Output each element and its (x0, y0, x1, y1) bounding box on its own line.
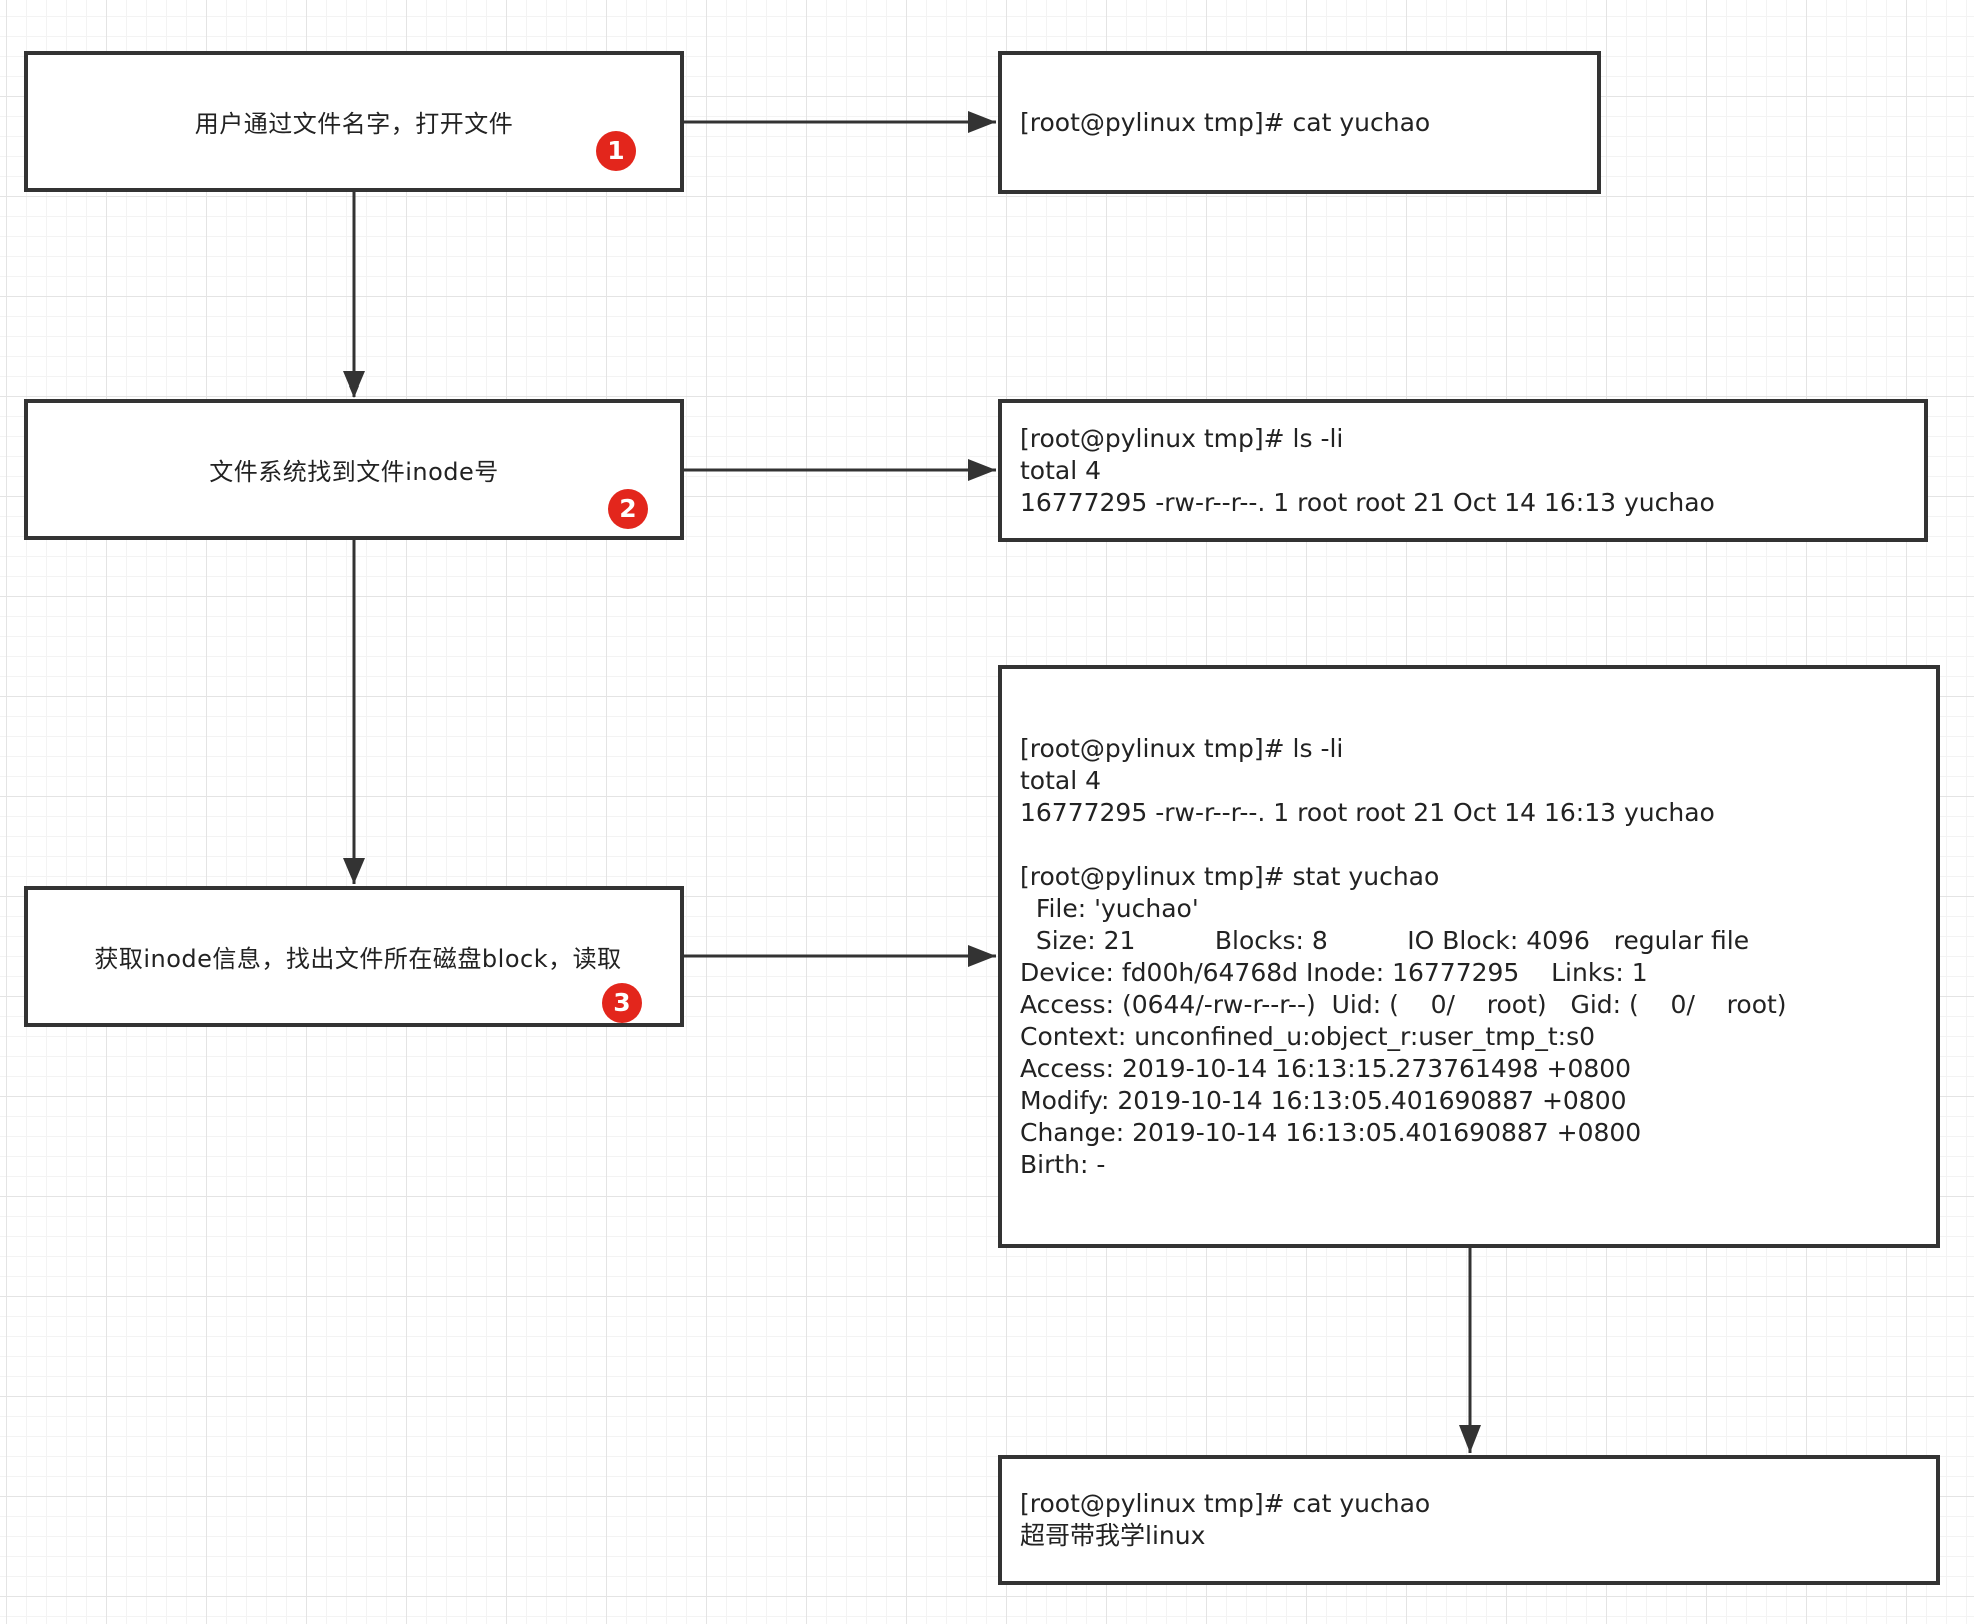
step-box-find-inode[interactable]: 文件系统找到文件inode号 2 (24, 399, 684, 540)
terminal-output: [root@pylinux tmp]# cat yuchao 超哥带我学linu… (1020, 1489, 1431, 1550)
step-label: 用户通过文件名字，打开文件 (194, 110, 514, 138)
arrowhead-term3-to-term4 (1459, 1425, 1481, 1453)
step-number-badge: 3 (602, 983, 642, 1023)
terminal-output: [root@pylinux tmp]# cat yuchao (1020, 107, 1431, 137)
terminal-box-cat-result[interactable]: [root@pylinux tmp]# cat yuchao 超哥带我学linu… (998, 1455, 1940, 1585)
arrowhead-step2-to-step3 (343, 858, 365, 884)
step-number-badge: 2 (608, 489, 648, 529)
terminal-output: [root@pylinux tmp]# ls -li total 4 16777… (1020, 423, 1715, 517)
step-box-read-block[interactable]: 获取inode信息，找出文件所在磁盘block，读取 3 (24, 886, 684, 1027)
terminal-box-stat[interactable]: [root@pylinux tmp]# ls -li total 4 16777… (998, 665, 1940, 1248)
arrowhead-step1-to-step2 (343, 371, 365, 397)
terminal-output: [root@pylinux tmp]# ls -li total 4 16777… (1020, 733, 1787, 1179)
terminal-box-cat[interactable]: [root@pylinux tmp]# cat yuchao (998, 51, 1601, 194)
step-label: 获取inode信息，找出文件所在磁盘block，读取 (94, 945, 622, 973)
terminal-box-ls[interactable]: [root@pylinux tmp]# ls -li total 4 16777… (998, 399, 1928, 542)
step-box-open-file[interactable]: 用户通过文件名字，打开文件 1 (24, 51, 684, 192)
step-label: 文件系统找到文件inode号 (209, 458, 499, 486)
arrowhead-step2-to-term2 (968, 459, 996, 481)
arrowhead-step3-to-term3 (968, 945, 996, 967)
arrowhead-step1-to-term1 (968, 111, 996, 133)
step-number-badge: 1 (596, 131, 636, 171)
